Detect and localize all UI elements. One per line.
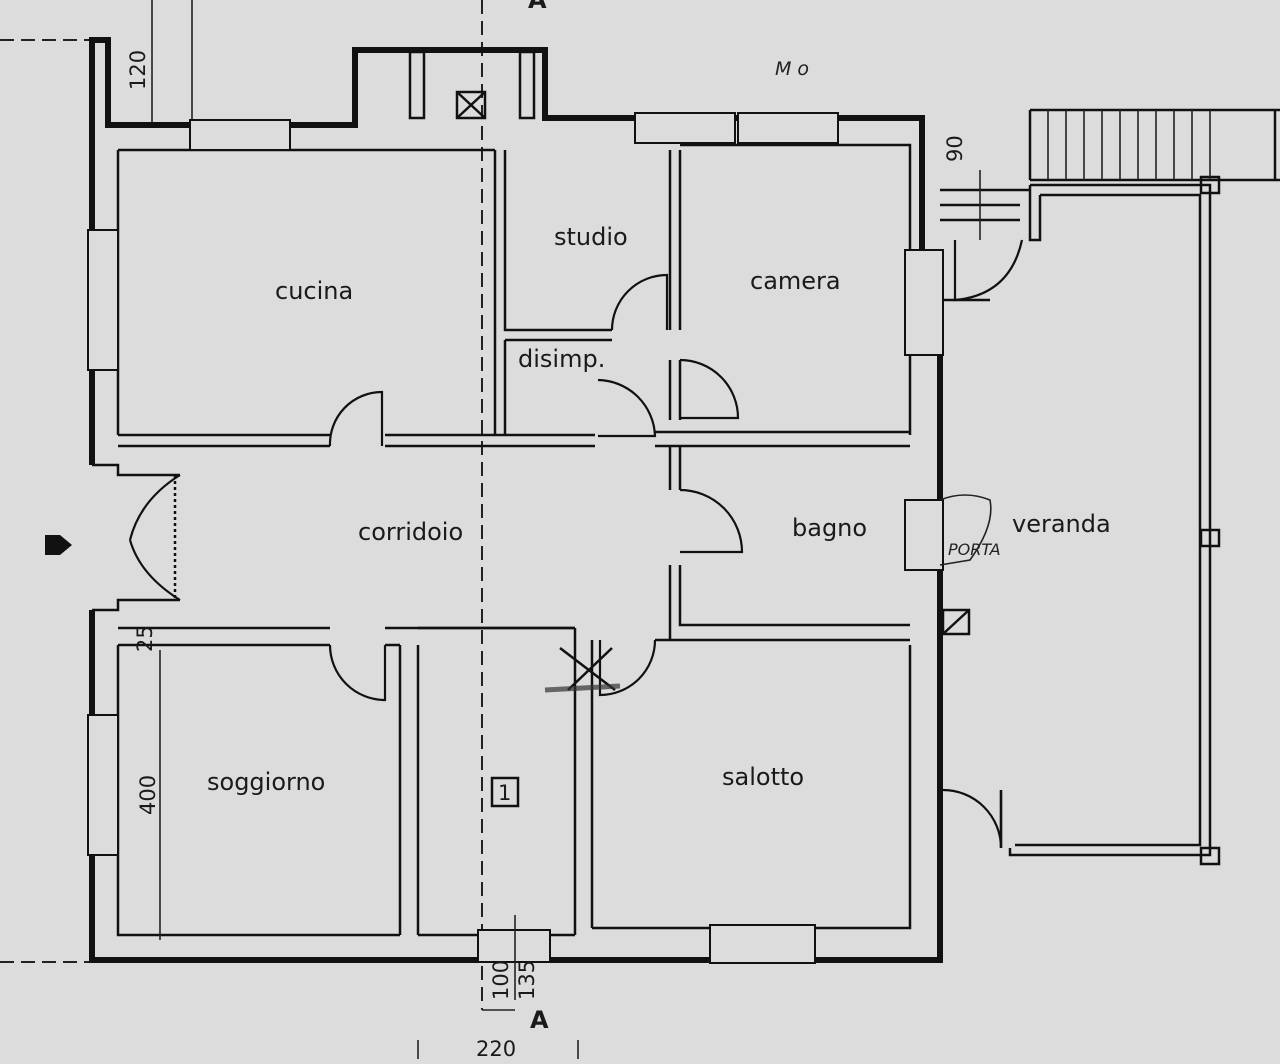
room-label-bagno: bagno: [792, 514, 867, 542]
exterior-stair: [940, 108, 1280, 222]
dimension-100: 100: [489, 960, 513, 1000]
interior-walls: [118, 150, 910, 935]
room-label-salotto: salotto: [722, 763, 804, 791]
section-mark-bottom: A: [530, 1006, 549, 1034]
dimension-25: 25: [133, 625, 157, 652]
removed-door-cross: [544, 647, 621, 693]
section-mark-top: A: [528, 0, 547, 14]
room-label-corridoio: corridoio: [358, 518, 463, 546]
dimension-90: 90: [943, 135, 967, 162]
windows: [87, 112, 944, 964]
flue-block: [408, 50, 536, 120]
dimension-120: 120: [126, 50, 150, 90]
room-label-veranda: veranda: [1012, 510, 1111, 538]
room-tag-box: [490, 776, 520, 808]
exterior-walls: [89, 37, 943, 963]
dimension-135: 135: [515, 960, 539, 1000]
room-tag-number: 1: [498, 781, 511, 805]
room-label-cucina: cucina: [275, 277, 353, 305]
handwritten-scribble: [939, 494, 992, 566]
entrance-arrow-icon: [45, 535, 72, 555]
handwritten-porta: PORTA: [948, 540, 1001, 559]
room-label-soggiorno: soggiorno: [207, 768, 325, 796]
dimension-400: 400: [136, 775, 160, 815]
room-label-studio: studio: [554, 223, 628, 251]
handwritten-mo: M o: [775, 58, 809, 80]
dimension-220: 220: [476, 1037, 516, 1059]
room-label-disimp: disimp.: [518, 345, 605, 373]
door-swings: [328, 239, 1024, 849]
veranda-enclosure: [941, 175, 1221, 866]
room-label-camera: camera: [750, 267, 841, 295]
entrance: [45, 463, 181, 612]
